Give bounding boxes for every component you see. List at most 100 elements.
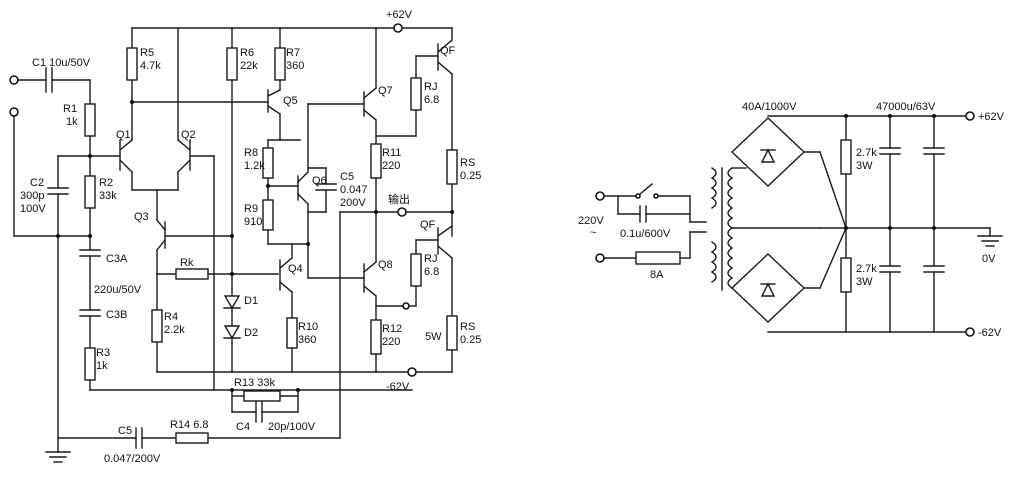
psu-positive-label: +62V: [978, 111, 1005, 123]
r12-resistor: [370, 319, 382, 355]
r6-value: 22k: [240, 60, 258, 72]
c3a-label: C3A: [106, 253, 128, 265]
rs-lower-value: 0.25: [460, 334, 481, 346]
r5-label: R5: [140, 47, 154, 59]
output-label: 输出: [388, 192, 410, 206]
amplifier-schematic: +62V -62V 输出 C1 10u/50V R1 1k C2 300p 10…: [9, 9, 481, 465]
transformer-lower-coil: [710, 241, 717, 283]
r7-value: 360: [286, 60, 304, 72]
bleeder-lower-resistor: [840, 257, 852, 293]
r1-label: R1: [63, 103, 77, 115]
qf-lower-label: QF: [420, 219, 436, 231]
r12-label: R12: [382, 323, 402, 335]
d1-label: D1: [244, 295, 258, 307]
c5-zobel-label: C5: [118, 425, 132, 437]
bridge-rating-label: 40A/1000V: [742, 101, 797, 113]
c4-value: 20p/100V: [268, 421, 316, 433]
psu-positive-terminal: [965, 111, 975, 121]
rs-lower-label: RS: [460, 321, 475, 333]
r5-resistor: [126, 47, 138, 81]
r3-label: R3: [96, 347, 110, 359]
r13-label: R13 33k: [234, 377, 275, 389]
psu-negative-terminal: [965, 327, 975, 337]
r5-value: 4.7k: [140, 60, 161, 72]
output-terminal: [397, 207, 407, 217]
r3-resistor: [84, 347, 96, 381]
r9-resistor: [262, 199, 274, 231]
mains-ac-label: ~: [590, 227, 596, 239]
rs-upper-value: 0.25: [460, 170, 481, 182]
c2-value: 300p: [20, 190, 44, 202]
r6-label: R6: [240, 47, 254, 59]
transformer-upper-coil: [710, 167, 717, 209]
c3b-label: C3B: [106, 309, 127, 321]
positive-terminal: [393, 23, 403, 33]
r4-value: 2.2k: [164, 324, 185, 336]
c1-label: C1 10u/50V: [32, 57, 91, 69]
rs-upper-label: RS: [460, 157, 475, 169]
c3-value: 220u/50V: [94, 284, 142, 296]
r3-value: 1k: [96, 360, 108, 372]
r14-label: R14 6.8: [170, 419, 209, 431]
r9-label: R9: [244, 203, 258, 215]
supply-positive-label: +62V: [386, 9, 413, 21]
power-supply-schematic: 40A/1000V 47000u/63V +62V 0V -62V 220V ~…: [578, 101, 1005, 339]
q8-junction: [402, 302, 410, 310]
bleeder-upper-resistor: [840, 139, 852, 175]
rj-upper-resistor: [410, 77, 422, 111]
q7-label: Q7: [378, 85, 393, 97]
bleeder-upper-w-label: 3W: [856, 160, 873, 172]
mains-voltage-label: 220V: [578, 215, 604, 227]
q4-label: Q4: [288, 263, 303, 275]
cap-rating-label: 47000u/63V: [876, 101, 936, 113]
r6-resistor: [226, 47, 238, 81]
q8-label: Q8: [378, 259, 393, 271]
r4-resistor: [151, 309, 163, 343]
rk-label: Rk: [180, 257, 194, 269]
r11-label: R11: [382, 147, 401, 159]
input-ground-terminal: [9, 107, 19, 117]
rk-resistor: [175, 268, 209, 280]
input-terminal: [9, 75, 19, 85]
mains-terminal-a: [595, 191, 605, 201]
r11-resistor: [370, 143, 382, 179]
q1-label: Q1: [116, 129, 131, 141]
r13-resistor: [243, 390, 281, 402]
mains-terminal-b: [595, 253, 605, 263]
rj-lower-resistor: [410, 253, 422, 287]
r7-resistor: [274, 47, 286, 81]
q5-label: Q5: [283, 95, 298, 107]
r2-value: 33k: [99, 190, 117, 202]
r10-label: R10: [298, 321, 318, 333]
c2-voltage: 100V: [20, 203, 46, 215]
r8-value: 1.2k: [244, 160, 265, 172]
psu-negative-label: -62V: [978, 327, 1002, 339]
q6-label: Q6: [312, 175, 327, 187]
r2-resistor: [84, 175, 96, 209]
d1-diode: [223, 295, 241, 310]
fuse-label: 8A: [650, 269, 664, 281]
r9-value: 910: [244, 216, 262, 228]
c5-value: 0.047: [340, 184, 368, 196]
fuse: [635, 251, 681, 265]
rj-lower-label: RJ: [424, 253, 437, 265]
c2-label: C2: [30, 177, 44, 189]
r8-label: R8: [244, 147, 258, 159]
rj-lower-value: 6.8: [424, 266, 439, 278]
r11-value: 220: [382, 160, 400, 172]
psu-ground-label: 0V: [982, 253, 996, 265]
supply-negative-label: -62V: [386, 381, 410, 393]
snubber-label: 0.1u/600V: [620, 228, 671, 240]
r1-resistor: [84, 103, 96, 137]
r14-resistor: [175, 432, 209, 444]
bleeder-lower-w-label: 3W: [856, 276, 873, 288]
r10-value: 360: [298, 334, 316, 346]
rs-upper-resistor: [446, 149, 458, 185]
bridge-lower-diode-icon: [760, 282, 776, 297]
r10-resistor: [286, 317, 298, 349]
rj-upper-value: 6.8: [424, 94, 439, 106]
qf-upper-label: QF: [440, 45, 456, 57]
rs-wattage: 5W: [425, 331, 442, 343]
q3-label: Q3: [134, 211, 149, 223]
